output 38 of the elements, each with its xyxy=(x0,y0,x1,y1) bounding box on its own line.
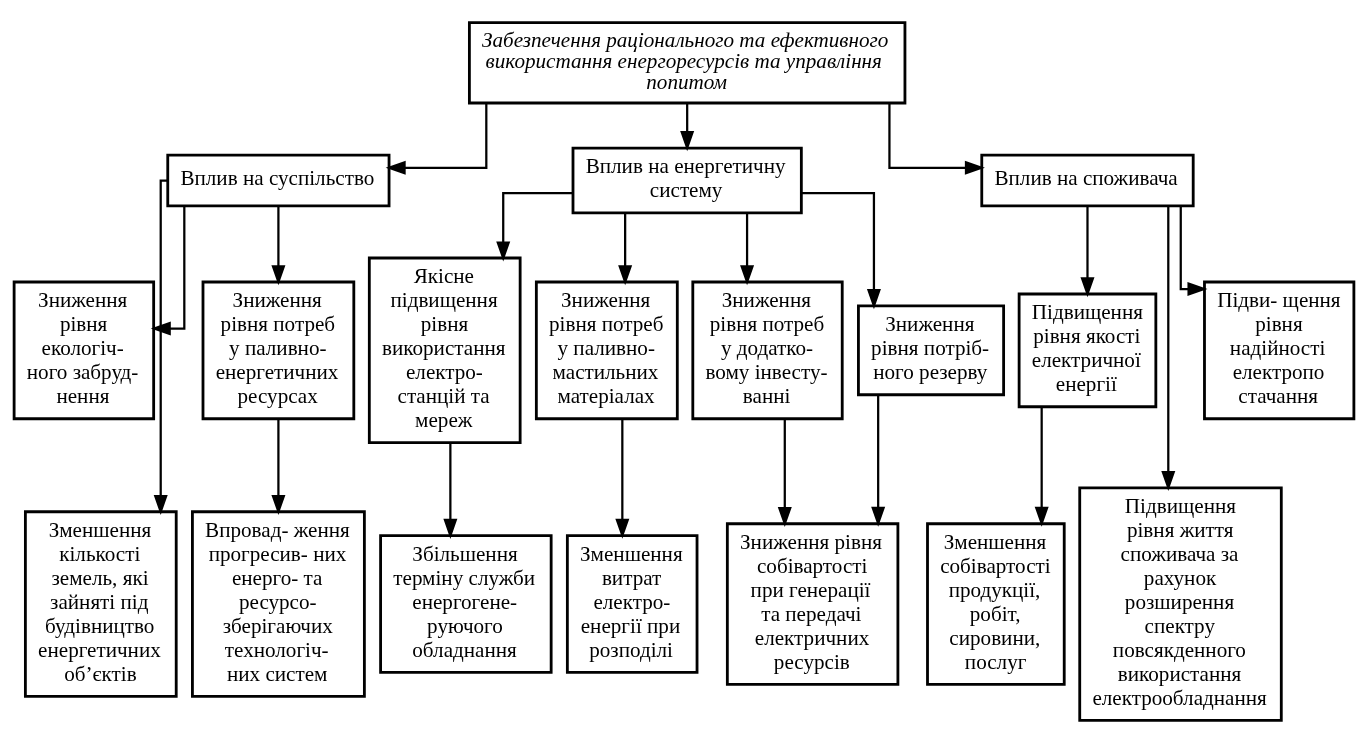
arrow xyxy=(1034,406,1049,527)
arrow xyxy=(153,178,168,515)
node-box: Впровад- ження прогресив- них енерго- та ресурсо- зберігаючих технологіч- них систем xyxy=(191,509,366,698)
node-box: Зменшення собівартості продукції, робіт, сировини, послуг xyxy=(926,521,1066,686)
arrow xyxy=(871,394,886,527)
node-box: Зниження рівня потреб у паливно- мастильних матеріалах xyxy=(534,280,679,420)
node-box: Вплив на споживача xyxy=(980,153,1195,207)
node-box: Зниження рівня потріб- ного резерву xyxy=(857,304,1005,396)
arrow xyxy=(1080,205,1095,297)
arrow xyxy=(496,191,573,261)
arrow xyxy=(271,418,286,515)
arrow xyxy=(740,212,755,285)
arrow xyxy=(618,212,633,285)
arrow xyxy=(443,442,458,539)
node-box: Зниження рівня потреб у додатко- вому інвесту- ванні xyxy=(691,280,844,420)
arrow xyxy=(888,102,985,175)
arrow xyxy=(385,102,488,175)
node-box: Підвищення рівня життя споживача за рахунок розширення спектру повсякденного використання електрообладнання xyxy=(1078,485,1283,722)
node-box: Забезпечення раціонального та ефективного використання енергоресурсів та управління попитом xyxy=(468,20,907,104)
arrow xyxy=(801,191,881,309)
arrow xyxy=(615,418,630,539)
arrow xyxy=(680,102,695,151)
arrow xyxy=(1179,205,1208,296)
arrow xyxy=(150,205,186,336)
node-box: Якісне підвищення рівня використання електро- станцій та мереж xyxy=(367,256,522,444)
node-box: Вплив на суспільство xyxy=(166,153,391,207)
node-box: Зменшення кількості земель, які зайняті під будівництво енергетичних об’єктів xyxy=(24,509,178,698)
node-box: Зниження рівня потреб у паливно- енергетичних ресурсах xyxy=(201,280,356,420)
arrow xyxy=(271,205,286,285)
node-box: Зниження рівня екологіч- ного забруд- нення xyxy=(12,280,156,420)
node-box: Підвищення рівня якості електричної енергії xyxy=(1017,292,1158,408)
node-box: Зниження рівня собівартості при генерації та передачі електричних ресурсів xyxy=(725,521,900,686)
node-box: Підви- щення рівня надійності електропо стачання xyxy=(1203,280,1356,420)
arrow xyxy=(1161,205,1176,491)
node-box: Збільшення терміну служби енергогене- руючого обладнання xyxy=(379,533,553,674)
node-box: Зменшення витрат електро- енергії при розподілі xyxy=(565,533,699,674)
arrow xyxy=(777,418,792,527)
node-box: Вплив на енергетичну систему xyxy=(571,146,803,214)
